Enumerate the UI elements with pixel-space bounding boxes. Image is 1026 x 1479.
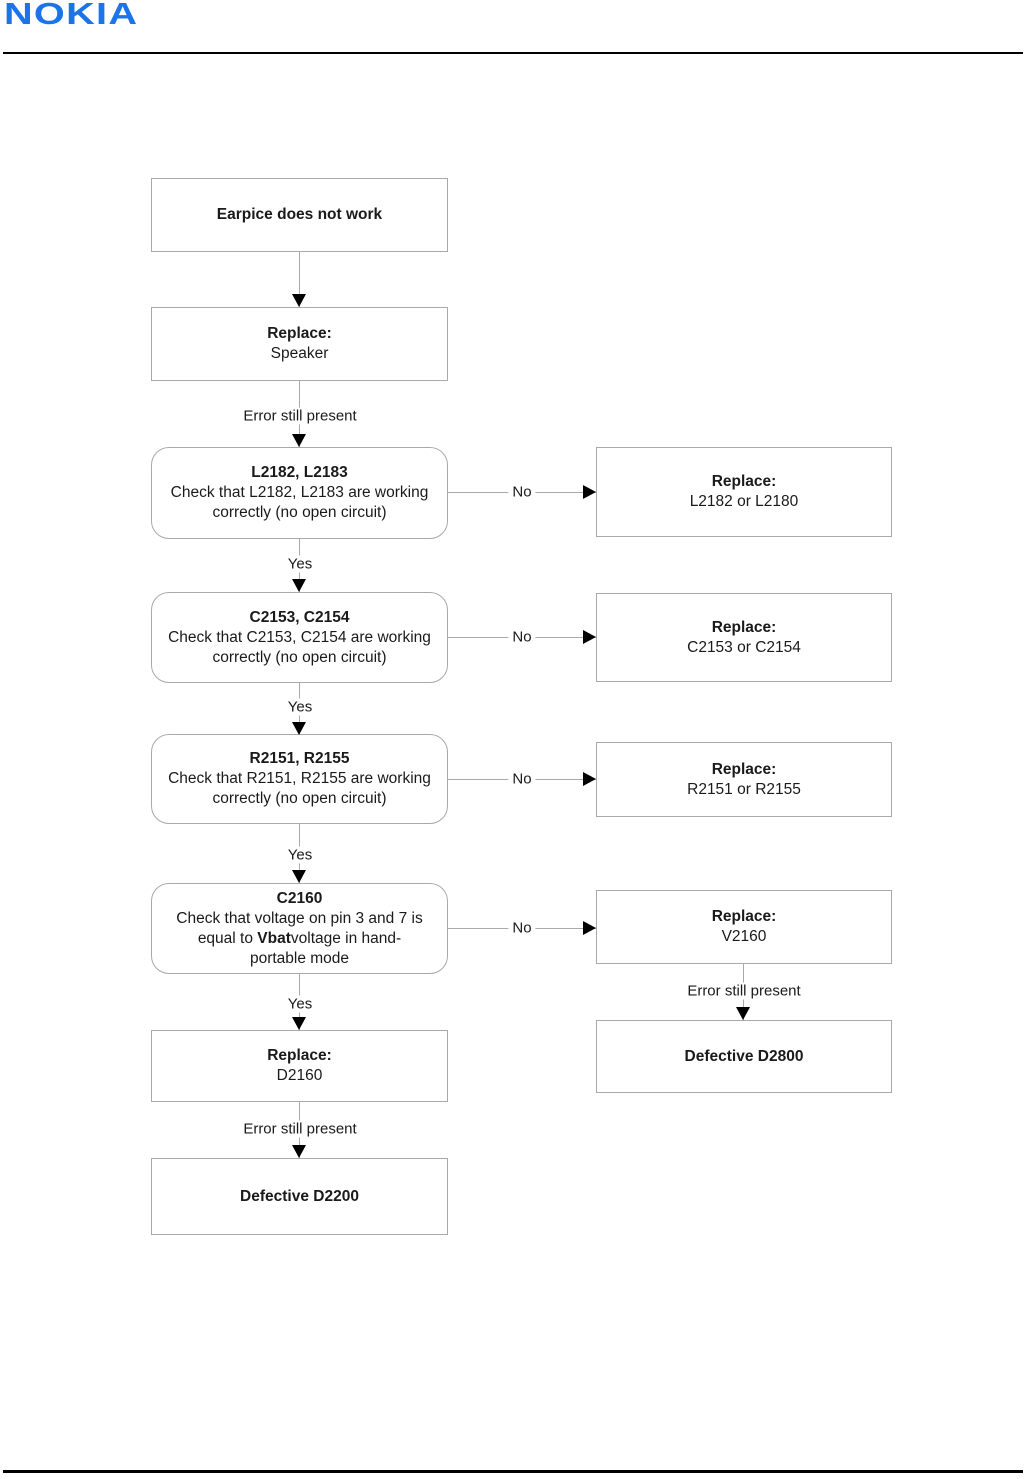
- box-detail: L2182 or L2180: [689, 493, 799, 510]
- box-line: Check that L2182, L2183 are working: [170, 484, 429, 501]
- start-box: Earpice does not work: [151, 178, 448, 252]
- box-detail: D2160: [276, 1067, 323, 1084]
- check-c2153-box: C2153, C2154 Check that C2153, C2154 are…: [151, 592, 448, 683]
- arrow-down-icon: [292, 579, 306, 592]
- header-rule: [3, 52, 1023, 54]
- arrow-right-icon: [583, 772, 596, 786]
- box-detail: V2160: [721, 928, 767, 945]
- footer-rule: [3, 1470, 1023, 1473]
- box-title: Replace:: [711, 618, 777, 636]
- replace-r2151-box: Replace: R2151 or R2155: [596, 742, 892, 817]
- box-title: C2153, C2154: [249, 608, 350, 626]
- check-l2182-box: L2182, L2183 Check that L2182, L2183 are…: [151, 447, 448, 539]
- replace-speaker-box: Replace: Speaker: [151, 307, 448, 381]
- box-title: Replace:: [267, 325, 332, 342]
- box-line: portable mode: [249, 949, 350, 967]
- box-line: Check that voltage on pin 3 and 7 is: [176, 909, 423, 927]
- box-title: Defective D2800: [684, 1047, 804, 1065]
- replace-v2160-box: Replace: V2160: [596, 890, 892, 964]
- edge-label-error-still-present: Error still present: [239, 407, 361, 425]
- box-title: Replace:: [267, 1047, 332, 1064]
- box-title: Earpice does not work: [216, 206, 383, 223]
- nokia-logo: NOKIA: [4, 0, 139, 31]
- box-line: equal to Vbatvoltage in hand-: [197, 929, 402, 947]
- box-title: R2151, R2155: [249, 750, 350, 767]
- edge-label-no: No: [508, 770, 536, 788]
- edge-label-yes: Yes: [283, 698, 317, 716]
- edge-label-no: No: [508, 628, 536, 646]
- box-title: Replace:: [711, 473, 777, 490]
- edge-label-yes: Yes: [283, 846, 317, 864]
- box-line: correctly (no open circuit): [212, 648, 387, 666]
- edge-label-no: No: [508, 483, 536, 501]
- arrow-down-icon: [292, 722, 306, 735]
- defective-d2800-box: Defective D2800: [596, 1020, 892, 1093]
- edge-label-yes: Yes: [283, 555, 317, 573]
- arrow-down-icon: [292, 434, 306, 447]
- box-title: Defective D2200: [240, 1187, 359, 1205]
- arrow-down-icon: [292, 870, 306, 883]
- box-line: correctly (no open circuit): [212, 790, 387, 807]
- box-line: correctly (no open circuit): [212, 504, 387, 521]
- box-detail: R2151 or R2155: [687, 780, 801, 798]
- arrow-down-icon: [736, 1007, 750, 1020]
- box-title: C2160: [276, 889, 323, 907]
- arrow-right-icon: [583, 630, 596, 644]
- replace-l2182-box: Replace: L2182 or L2180: [596, 447, 892, 537]
- box-detail: C2153 or C2154: [687, 638, 801, 656]
- check-r2151-box: R2151, R2155 Check that R2151, R2155 are…: [151, 734, 448, 824]
- edge-label-error-still-present: Error still present: [239, 1120, 361, 1138]
- edge-label-error-still-present: Error still present: [683, 982, 805, 1000]
- replace-c2153-box: Replace: C2153 or C2154: [596, 593, 892, 682]
- check-c2160-box: C2160 Check that voltage on pin 3 and 7 …: [151, 883, 448, 974]
- defective-d2200-box: Defective D2200: [151, 1158, 448, 1235]
- box-line: Check that R2151, R2155 are working: [168, 770, 431, 787]
- arrow-down-icon: [292, 1017, 306, 1030]
- edge-label-yes: Yes: [283, 995, 317, 1013]
- connector-line: [299, 252, 300, 307]
- arrow-down-icon: [292, 294, 306, 307]
- edge-label-no: No: [508, 919, 536, 937]
- box-title: L2182, L2183: [251, 464, 348, 481]
- arrow-right-icon: [583, 485, 596, 499]
- box-line: Check that C2153, C2154 are working: [168, 628, 431, 646]
- replace-d2160-box: Replace: D2160: [151, 1030, 448, 1102]
- box-detail: Speaker: [270, 345, 329, 362]
- box-title: Replace:: [711, 760, 777, 778]
- box-title: Replace:: [711, 908, 777, 925]
- arrow-down-icon: [292, 1145, 306, 1158]
- arrow-right-icon: [583, 921, 596, 935]
